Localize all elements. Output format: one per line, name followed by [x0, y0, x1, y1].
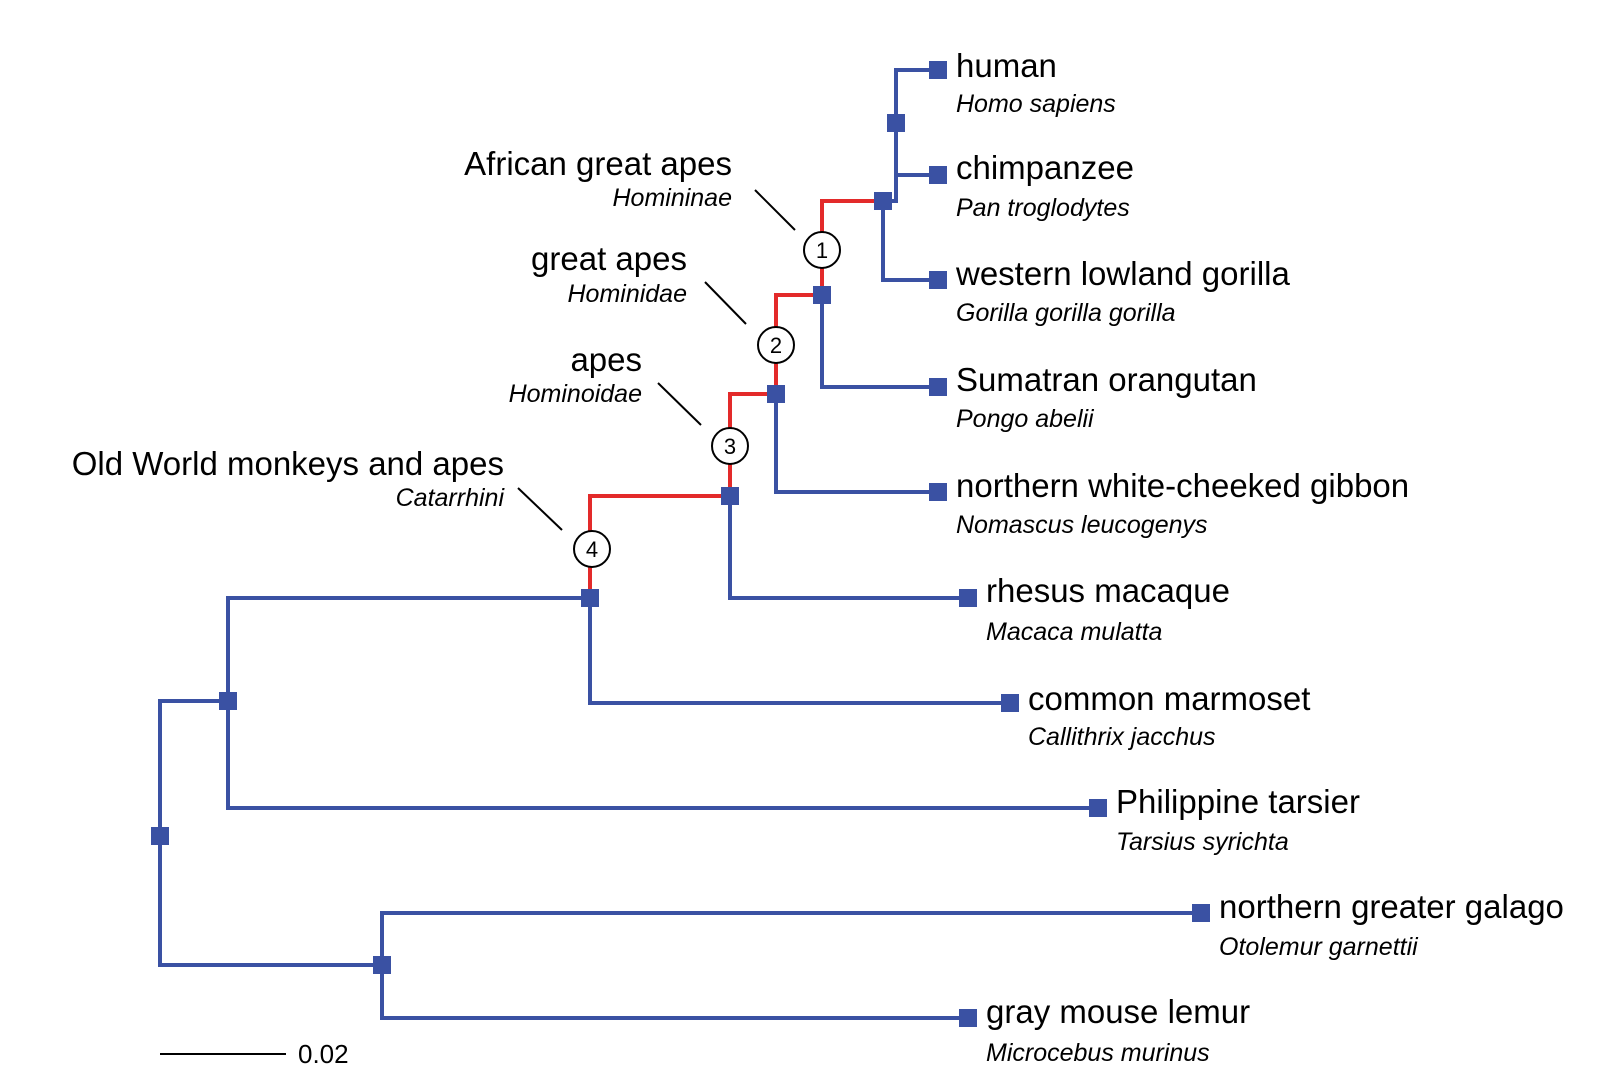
taxon-common-name: human	[956, 47, 1057, 84]
taxon-common-name: Sumatran orangutan	[956, 361, 1257, 398]
tip-marker-gibbon	[929, 483, 947, 501]
clade-annotations: African great apes Homininae 1 great ape…	[72, 145, 841, 568]
clade-number-badge: 2	[757, 326, 795, 364]
taxon-scientific-name: Microcebus murinus	[986, 1039, 1210, 1067]
svg-text:3: 3	[724, 434, 736, 459]
taxon-common-name: Philippine tarsier	[1116, 783, 1360, 820]
taxon-common-name: rhesus macaque	[986, 572, 1230, 609]
internal-nodes	[151, 114, 905, 974]
svg-text:2: 2	[770, 333, 782, 358]
clade-leader-line	[657, 382, 702, 426]
taxon-scientific-name: Callithrix jacchus	[1028, 723, 1216, 751]
highlight-branch-4	[588, 494, 732, 600]
clade-scientific-name: Catarrhini	[396, 484, 506, 512]
node-marker	[767, 385, 785, 403]
clade-common-name: apes	[570, 341, 642, 378]
clade-common-name: great apes	[531, 240, 687, 277]
clade-number-badge: 1	[803, 231, 841, 269]
tip-marker-galago	[1192, 904, 1210, 922]
clade-leader-line	[754, 189, 796, 231]
svg-text:1: 1	[816, 238, 828, 263]
node-marker	[813, 286, 831, 304]
taxon-common-name: northern greater galago	[1219, 888, 1564, 925]
clade-number-badge: 3	[711, 427, 749, 465]
clade-common-name: Old World monkeys and apes	[72, 445, 504, 482]
taxon-scientific-name: Macaca mulatta	[986, 618, 1163, 646]
node-marker	[219, 692, 237, 710]
tip-markers	[929, 61, 1210, 1027]
clade-leader-line	[517, 487, 563, 531]
scale-bar-label: 0.02	[298, 1039, 349, 1069]
taxon-common-name: gray mouse lemur	[986, 993, 1250, 1030]
clade-scientific-name: Hominidae	[567, 280, 687, 308]
taxon-common-name: common marmoset	[1028, 680, 1310, 717]
scale-bar: 0.02	[160, 1039, 349, 1069]
taxon-scientific-name: Nomascus leucogenys	[956, 511, 1208, 539]
tip-marker-orangutan	[929, 378, 947, 396]
taxon-common-name: chimpanzee	[956, 149, 1134, 186]
taxon-scientific-name: Otolemur garnettii	[1219, 933, 1419, 961]
taxon-scientific-name: Pongo abelii	[956, 405, 1095, 433]
tip-marker-lemur	[959, 1009, 977, 1027]
tip-marker-tarsier	[1089, 799, 1107, 817]
svg-text:4: 4	[586, 537, 598, 562]
taxon-scientific-name: Homo sapiens	[956, 90, 1116, 118]
clade-leader-line	[704, 281, 747, 325]
node-marker	[151, 827, 169, 845]
node-marker	[581, 589, 599, 607]
taxon-scientific-name: Pan troglodytes	[956, 194, 1130, 222]
tip-marker-macaque	[959, 589, 977, 607]
node-marker	[874, 192, 892, 210]
tip-marker-human	[929, 61, 947, 79]
tip-marker-marmoset	[1001, 694, 1019, 712]
node-marker	[887, 114, 905, 132]
taxon-common-name: western lowland gorilla	[955, 255, 1290, 292]
taxon-scientific-name: Gorilla gorilla gorilla	[956, 299, 1176, 327]
taxon-labels: human Homo sapiens chimpanzee Pan troglo…	[955, 47, 1564, 1067]
tip-marker-chimpanzee	[929, 166, 947, 184]
clade-number-badge: 4	[573, 530, 611, 568]
node-marker	[373, 956, 391, 974]
node-marker	[721, 487, 739, 505]
taxon-common-name: northern white-cheeked gibbon	[956, 467, 1409, 504]
clade-scientific-name: Homininae	[612, 184, 732, 212]
clade-scientific-name: Hominoidae	[509, 380, 642, 408]
taxon-scientific-name: Tarsius syrichta	[1116, 828, 1289, 856]
tip-marker-gorilla	[929, 271, 947, 289]
clade-common-name: African great apes	[464, 145, 732, 182]
